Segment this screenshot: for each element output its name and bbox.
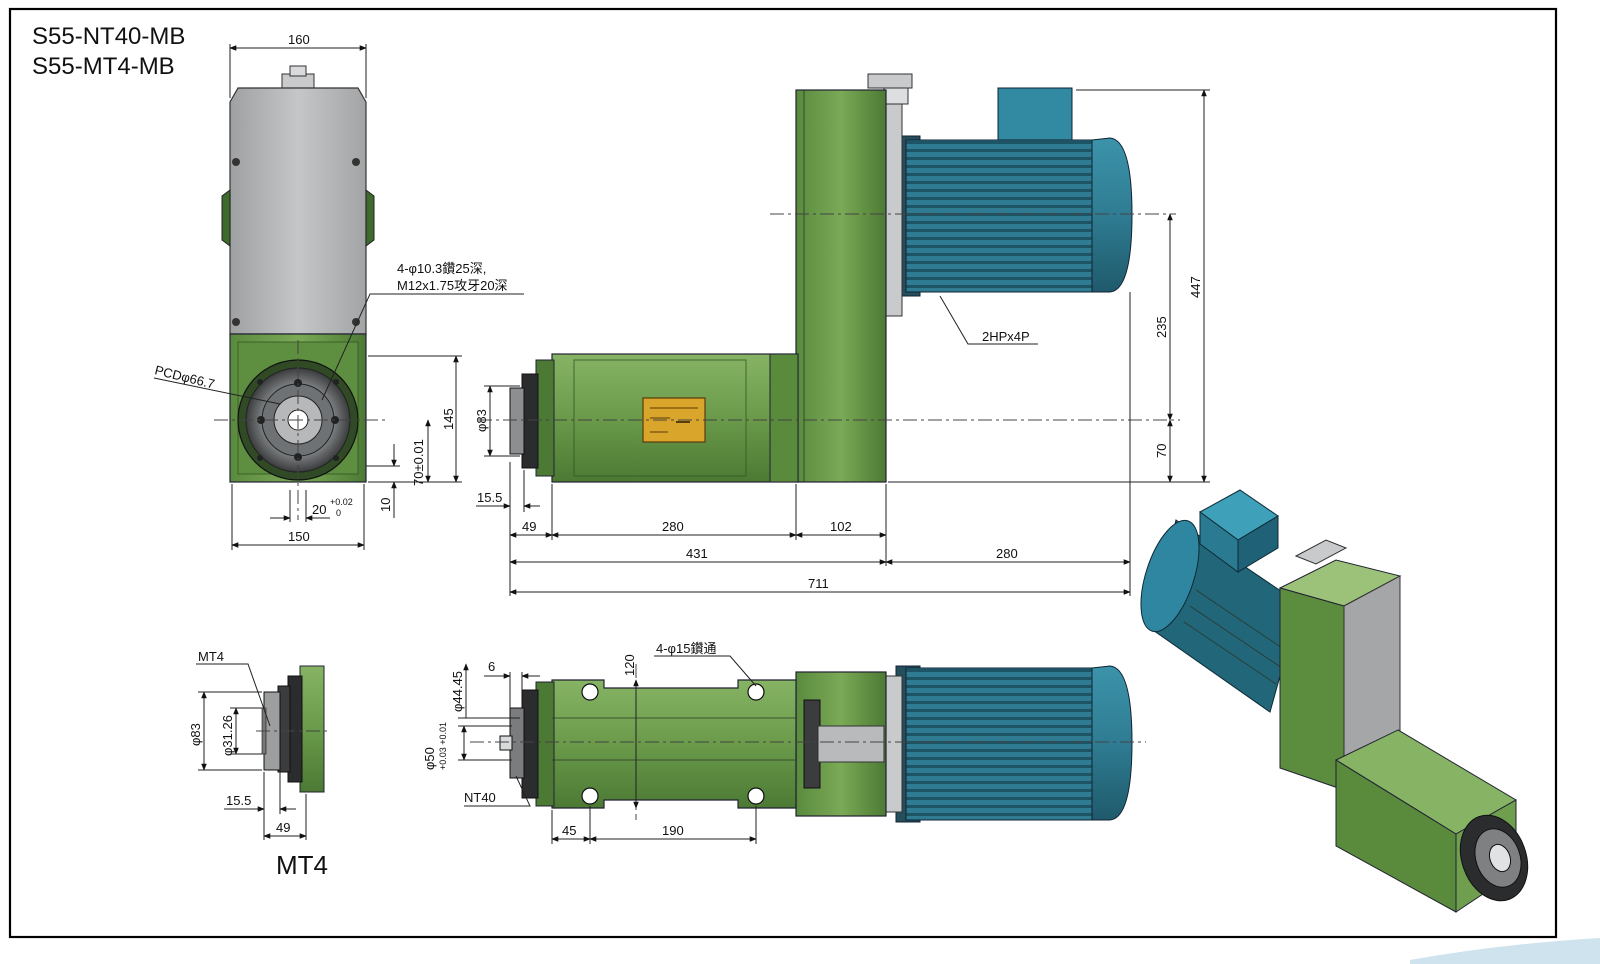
dim-mt4-dia31: φ31.26 <box>220 715 235 756</box>
dim-side-711: 711 <box>808 576 829 591</box>
dim-side-102: 102 <box>830 519 852 534</box>
dim-side-70: 70 <box>1154 444 1169 458</box>
dim-top-45: 45 <box>562 823 576 838</box>
dim-top-dia44: φ44.45 <box>450 671 465 712</box>
front-view: 4-φ10.3鑽25深, M12x1.75攻牙20深 PCDφ66.7 160 … <box>153 32 524 550</box>
isometric-view <box>1140 489 1529 913</box>
dim-front-160: 160 <box>288 32 310 47</box>
footer-swoosh <box>1410 938 1600 964</box>
dim-front-key-tol-zero: 0 <box>336 508 341 518</box>
callout-holes-line2: M12x1.75攻牙20深 <box>397 278 508 293</box>
dim-front-key-tol-plus: +0.02 <box>330 497 353 507</box>
dim-mt4-49: 49 <box>276 820 290 835</box>
dim-top-dia50-tol: +0.03 +0.01 <box>438 722 448 770</box>
callout-motor: 2HPx4P <box>982 329 1030 344</box>
dim-front-70: 70±0.01 <box>411 439 426 486</box>
dim-top-dia50: φ50 <box>422 747 437 770</box>
dim-front-10: 10 <box>378 498 393 512</box>
callout-pcd: PCDφ66.7 <box>153 362 216 391</box>
side-view: 2HPx4P φ83 447 235 70 15.5 49 280 102 <box>474 73 1210 596</box>
dim-mt4-15-5: 15.5 <box>226 793 251 808</box>
dim-side-49: 49 <box>522 519 536 534</box>
dim-front-key-20: 20 <box>312 502 326 517</box>
dim-side-15-5: 15.5 <box>477 490 502 505</box>
dim-top-120: 120 <box>622 654 637 676</box>
drawing-frame <box>8 7 1558 939</box>
top-view: 4-φ15鑽通 NT40 120 φ44.45 6 φ50 +0.03 +0.0… <box>422 641 1146 844</box>
callout-through-holes: 4-φ15鑽通 <box>656 641 716 656</box>
dim-top-6: 6 <box>488 659 495 674</box>
dim-side-280b: 280 <box>996 546 1018 561</box>
callout-mt4: MT4 <box>198 649 224 664</box>
dim-side-431: 431 <box>686 546 708 561</box>
dim-side-447: 447 <box>1188 276 1203 298</box>
model-title-mt4: S55-MT4-MB <box>32 53 175 80</box>
mt4-view: MT4 φ83 φ31.26 15.5 49 MT4 <box>188 649 330 880</box>
mt4-view-title: MT4 <box>276 850 328 880</box>
dim-mt4-dia83: φ83 <box>188 723 203 746</box>
dim-front-145: 145 <box>441 408 456 430</box>
dim-side-dia83: φ83 <box>474 409 489 432</box>
callout-nt40: NT40 <box>464 790 496 805</box>
dim-front-150: 150 <box>288 529 310 544</box>
dim-side-280a: 280 <box>662 519 684 534</box>
dim-top-190: 190 <box>662 823 684 838</box>
dim-side-235: 235 <box>1154 316 1169 338</box>
model-title-nt40: S55-NT40-MB <box>32 23 185 50</box>
callout-holes-line1: 4-φ10.3鑽25深, <box>397 261 486 276</box>
